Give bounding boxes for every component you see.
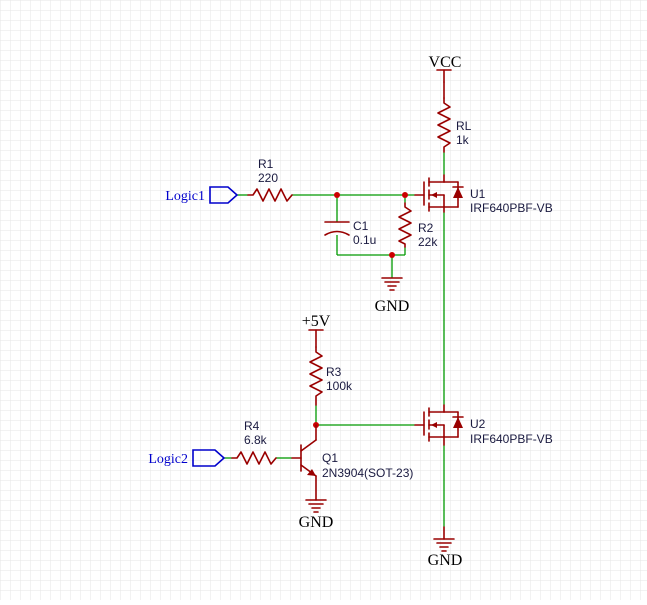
resistor-r2[interactable]: R2 22k: [398, 202, 438, 249]
junction-dot: [334, 192, 340, 198]
junction-dot: [389, 252, 395, 258]
resistor-r3[interactable]: R3 100k: [309, 346, 353, 406]
u2-value: IRF640PBF-VB: [470, 432, 553, 446]
c1-value: 0.1u: [353, 233, 376, 247]
u1-ref: U1: [470, 187, 486, 201]
gnd-symbol-q1[interactable]: GND: [299, 499, 334, 531]
gnd-symbol-top[interactable]: GND: [375, 277, 410, 315]
gnd-top-label: GND: [375, 298, 410, 315]
capacitor-c1[interactable]: C1 0.1u: [324, 219, 376, 247]
gnd-q1-label: GND: [299, 514, 334, 531]
c1-ref: C1: [353, 219, 369, 233]
port-logic2[interactable]: Logic2: [148, 449, 226, 467]
q1-value: 2N3904(SOT-23): [322, 466, 413, 480]
q1-ref: Q1: [322, 451, 338, 465]
r3-value: 100k: [326, 379, 353, 393]
r1-ref: R1: [258, 157, 274, 171]
resistor-r1[interactable]: R1 220: [247, 157, 293, 202]
plus5v-power-symbol[interactable]: +5V: [302, 313, 331, 348]
rl-ref: RL: [456, 119, 472, 133]
resistor-rl[interactable]: RL 1k: [437, 97, 472, 153]
vcc-label: VCC: [429, 54, 462, 71]
rl-value: 1k: [456, 133, 470, 147]
vcc-power-symbol[interactable]: VCC: [429, 54, 462, 99]
u1-value: IRF640PBF-VB: [470, 201, 553, 215]
logic1-label: Logic1: [165, 189, 205, 204]
r2-ref: R2: [418, 221, 434, 235]
mosfet-u2[interactable]: U2 IRF640PBF-VB: [414, 404, 553, 446]
gnd-bottom-label: GND: [428, 552, 463, 569]
junction-dot: [402, 192, 408, 198]
r4-value: 6.8k: [244, 433, 268, 447]
u2-ref: U2: [470, 417, 486, 431]
resistor-r4[interactable]: R4 6.8k: [231, 419, 277, 465]
port-logic1[interactable]: Logic1: [165, 186, 239, 204]
logic2-label: Logic2: [148, 452, 188, 467]
r4-ref: R4: [244, 419, 260, 433]
transistor-q1[interactable]: Q1 2N3904(SOT-23): [291, 424, 413, 501]
mosfet-u1[interactable]: U1 IRF640PBF-VB: [414, 174, 553, 215]
r3-ref: R3: [326, 365, 342, 379]
plus5v-label: +5V: [302, 313, 331, 330]
gnd-symbol-bottom[interactable]: GND: [428, 526, 463, 569]
r2-value: 22k: [418, 235, 438, 249]
r1-value: 220: [258, 171, 278, 185]
